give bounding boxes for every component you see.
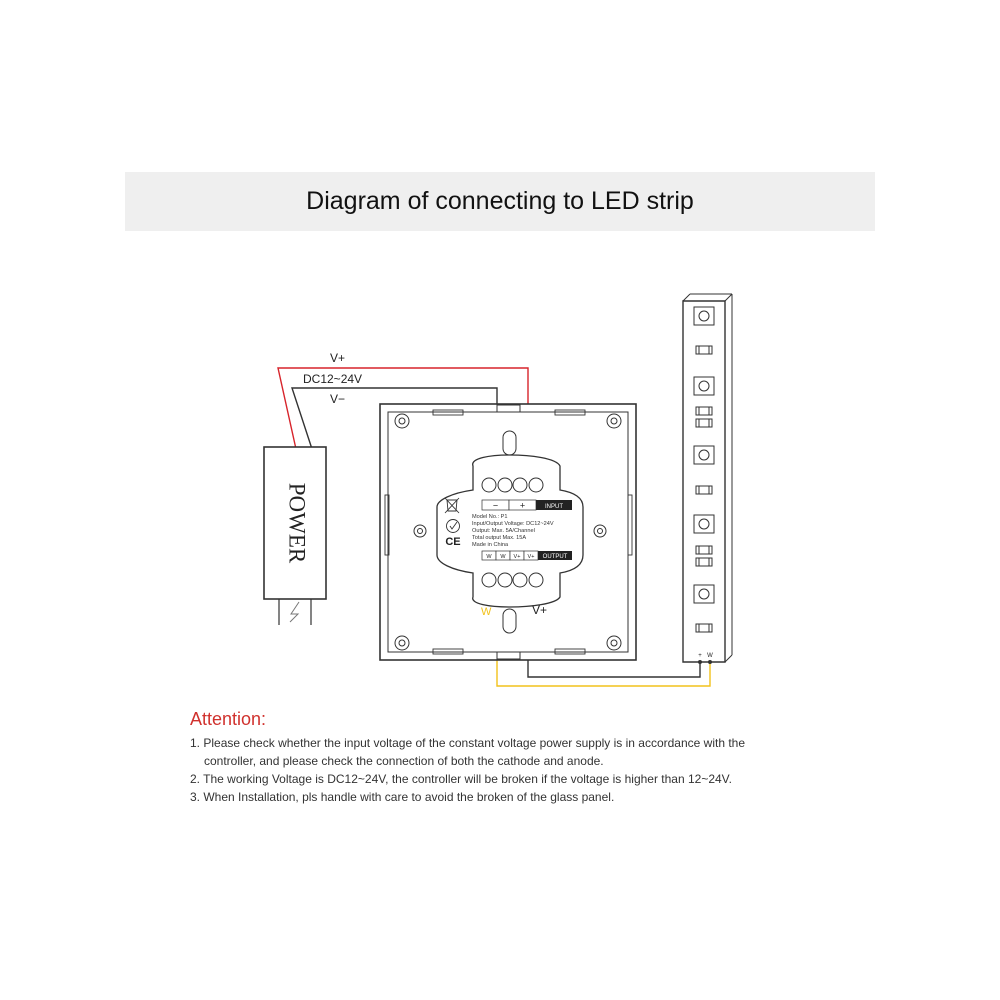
resistor-icon — [695, 485, 713, 495]
attention-item-number: 1. — [190, 736, 201, 750]
controller-housing — [436, 454, 584, 608]
output-header-cell — [538, 551, 572, 560]
output-terminal-label: V+ — [528, 554, 535, 560]
power-vplus-label: V+ — [330, 351, 345, 365]
strip-terminal-w: W — [707, 653, 713, 659]
panel-side-tab — [627, 494, 633, 556]
strip-solder-pad-icon — [708, 660, 712, 664]
attention-item-text: The working Voltage is DC12~24V, the con… — [203, 772, 732, 786]
resistor-icon — [695, 418, 713, 428]
panel-side-tab — [384, 494, 390, 556]
label-line: Model No.: P1 — [472, 514, 507, 520]
panel-top-notch — [496, 404, 521, 412]
input-header-cell — [536, 500, 572, 510]
label-line: Output: Max. 5A/Channel — [472, 528, 535, 534]
led-chip-lens-icon — [698, 588, 710, 600]
attention-item-text-continued: controller, and please check the connect… — [204, 754, 604, 768]
led-chip-lens-icon — [698, 380, 710, 392]
certification-icon — [446, 519, 460, 533]
led-chip-icon — [693, 584, 715, 604]
resistor-icon — [695, 557, 713, 567]
led-chip-icon — [693, 514, 715, 534]
attention-heading: Attention: — [190, 709, 267, 729]
led-chip-lens-icon — [698, 449, 710, 461]
led-strip-edge — [724, 654, 733, 663]
strip-terminal-plus: + — [698, 653, 702, 659]
ce-mark: CE — [445, 536, 460, 548]
output-terminal-block — [481, 572, 544, 588]
input-header-label: INPUT — [545, 504, 563, 510]
resistor-icon — [695, 345, 713, 355]
input-terminal-block — [481, 477, 544, 493]
led-strip-edge — [724, 293, 733, 302]
attention-item: 2. The working Voltage is DC12~24V, the … — [190, 770, 830, 788]
label-line: Total output Max. 15A — [472, 535, 526, 541]
attention-item-number: 2. — [190, 772, 201, 786]
led-strip-body — [682, 300, 726, 663]
title-bar: Diagram of connecting to LED strip — [125, 172, 875, 231]
controller-panel: − + INPUT CE Model No.: P1 Input/Output … — [379, 403, 637, 661]
strip-solder-pad-icon — [698, 660, 702, 664]
output-terminal-label: V+ — [514, 554, 521, 560]
attention-list: 1. Please check whether the input voltag… — [190, 734, 830, 806]
weee-bin-icon — [444, 497, 460, 514]
power-supply-body — [263, 446, 327, 600]
attention-section: Attention: 1. Please check whether the i… — [190, 709, 830, 806]
page-title: Diagram of connecting to LED strip — [306, 187, 694, 215]
power-vminus-label: V− — [330, 392, 345, 406]
led-chip-icon — [693, 376, 715, 396]
attention-item-text: When Installation, pls handle with care … — [203, 790, 615, 804]
ac-symbol-icon — [289, 601, 300, 623]
panel-tab — [432, 409, 464, 416]
output-vplus-label: V+ — [532, 603, 547, 617]
output-terminal-label: W — [500, 554, 506, 560]
led-chip-lens-icon — [698, 310, 710, 322]
resistor-icon — [695, 623, 713, 633]
attention-item-text: Please check whether the input voltage o… — [203, 736, 746, 750]
output-w-label: W — [481, 606, 492, 618]
power-label: POWER — [285, 483, 310, 564]
resistor-icon — [695, 545, 713, 555]
corner-screw-icon — [394, 413, 622, 651]
output-terminal-label: W — [486, 554, 492, 560]
attention-item: 3. When Installation, pls handle with ca… — [190, 788, 830, 806]
attention-item: 1. Please check whether the input voltag… — [190, 734, 830, 770]
power-input-label: DC12~24V — [303, 372, 362, 386]
panel-tab — [432, 648, 464, 655]
label-line: Made in China — [472, 542, 509, 548]
resistor-icon — [695, 406, 713, 416]
led-strip: + W — [682, 293, 733, 664]
panel-tab — [554, 409, 586, 416]
input-minus-label: − — [493, 501, 498, 511]
input-plus-label: + — [520, 501, 525, 511]
led-strip-edge — [682, 293, 691, 302]
panel-bottom-notch — [496, 652, 521, 660]
led-chip-lens-icon — [698, 518, 710, 530]
panel-tab — [554, 648, 586, 655]
attention-item-number: 3. — [190, 790, 201, 804]
led-chip-icon — [693, 306, 715, 326]
power-supply: POWER V+ DC12~24V V− — [263, 351, 362, 625]
output-header-label: OUTPUT — [543, 554, 568, 560]
led-chip-icon — [693, 445, 715, 465]
label-line: Input/Output Voltage: DC12~24V — [472, 521, 554, 527]
